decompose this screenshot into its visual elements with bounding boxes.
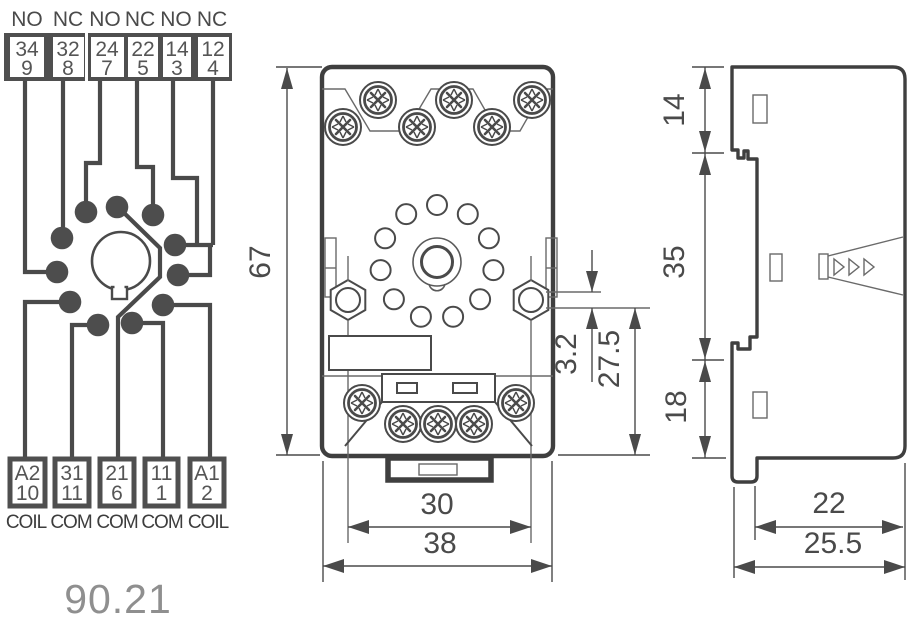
bottom-terminal-strip: A2 10 31 11 21 6 11 1 A1 2 bbox=[7, 456, 227, 509]
din-rail-clip bbox=[385, 455, 494, 483]
pin bbox=[163, 233, 187, 257]
socket-pins bbox=[45, 195, 190, 337]
terminal-code: 11 bbox=[151, 462, 173, 485]
pin-hole-ring bbox=[369, 194, 505, 328]
dim-front-outer-width: 38 bbox=[322, 461, 553, 582]
dim-label-27-5: 27.5 bbox=[593, 330, 626, 388]
contact-label: NO bbox=[89, 8, 121, 31]
contact-label: NC bbox=[125, 8, 155, 31]
terminal-pin: 4 bbox=[207, 57, 219, 80]
clip-arrow-icon bbox=[833, 257, 846, 277]
dim-front-height: 67 bbox=[244, 66, 322, 456]
schematic-wires bbox=[22, 81, 216, 458]
terminal-code: 12 bbox=[201, 38, 224, 61]
function-label: COM bbox=[50, 512, 92, 533]
terminal-pin: 7 bbox=[101, 57, 113, 80]
terminal-pin: 1 bbox=[156, 482, 168, 505]
retaining-clip bbox=[818, 236, 904, 296]
front-view: 67 30 38 3.2 27.5 bbox=[244, 64, 650, 582]
dim-front-inner-width: 30 bbox=[348, 488, 531, 534]
terminal-pin: 8 bbox=[62, 57, 74, 80]
dim-label-18: 18 bbox=[660, 390, 693, 423]
dim-label-38: 38 bbox=[423, 527, 456, 560]
pin bbox=[58, 290, 82, 314]
socket-key-circle bbox=[90, 230, 152, 301]
terminal-code: A2 bbox=[15, 462, 41, 485]
dim-front-slot: 3.2 bbox=[550, 250, 598, 382]
terminal-pin: 5 bbox=[137, 57, 149, 80]
contact-label: NC bbox=[53, 8, 83, 31]
dim-label-67: 67 bbox=[244, 245, 277, 278]
pin bbox=[105, 195, 129, 219]
terminal-pin: 6 bbox=[111, 482, 123, 505]
terminal-pin: 3 bbox=[171, 57, 183, 80]
contact-labels-top: NO NC NO NC NO NC bbox=[11, 8, 227, 31]
function-label: COIL bbox=[188, 512, 229, 533]
terminal-code: 21 bbox=[105, 462, 128, 485]
pin bbox=[74, 200, 98, 224]
lower-structures bbox=[328, 335, 533, 447]
dim-label-14: 14 bbox=[658, 93, 691, 126]
terminal-code: A1 bbox=[194, 462, 220, 485]
model-number: 90.21 bbox=[64, 576, 172, 622]
pin bbox=[166, 263, 190, 287]
terminal-code: 24 bbox=[95, 38, 119, 61]
clip-arrow-icon bbox=[863, 257, 876, 277]
pin bbox=[141, 203, 165, 227]
terminal-code: 22 bbox=[131, 38, 154, 61]
side-tabs bbox=[324, 237, 558, 298]
terminal-pin: 10 bbox=[16, 482, 39, 505]
terminal-pin: 9 bbox=[21, 57, 33, 80]
terminal-code: 34 bbox=[15, 38, 39, 61]
bottom-terminal-numbers: A2 10 31 11 21 6 11 1 A1 2 bbox=[15, 462, 220, 505]
pin bbox=[151, 293, 175, 317]
function-labels: COIL COM COM COM COIL bbox=[6, 512, 230, 533]
pin bbox=[120, 311, 144, 335]
function-label: COIL bbox=[6, 512, 47, 533]
contact-label: NO bbox=[11, 8, 43, 31]
function-label: COM bbox=[141, 512, 183, 533]
pin bbox=[86, 313, 110, 337]
center-boss bbox=[412, 237, 462, 292]
pin bbox=[50, 226, 74, 250]
contact-label: NO bbox=[160, 8, 192, 31]
pin bbox=[45, 260, 69, 284]
dim-label-30: 30 bbox=[420, 488, 453, 521]
dim-label-25-5: 25.5 bbox=[804, 527, 862, 560]
side-view: 14 35 18 22 25.5 bbox=[658, 65, 907, 580]
dim-side-heights: 14 35 18 bbox=[658, 66, 726, 459]
hex-nuts bbox=[329, 278, 550, 322]
dim-label-3-2: 3.2 bbox=[550, 333, 583, 375]
top-terminal-numbers: 34 9 32 8 24 7 22 5 14 3 12 4 bbox=[15, 38, 224, 80]
top-terminal-strip: 34 9 32 8 24 7 22 5 14 3 12 4 bbox=[4, 33, 232, 81]
clip-arrow-icon bbox=[848, 257, 861, 277]
dim-label-35: 35 bbox=[658, 245, 691, 278]
dim-side-depths: 22 25.5 bbox=[733, 463, 906, 580]
terminal-code: 14 bbox=[165, 38, 189, 61]
terminal-pin: 11 bbox=[61, 482, 83, 505]
function-label: COM bbox=[96, 512, 138, 533]
contact-label: NC bbox=[197, 8, 227, 31]
schematic-view: NO NC NO NC NO NC 34 9 32 8 24 7 22 bbox=[4, 8, 232, 622]
terminal-code: 31 bbox=[60, 462, 83, 485]
terminal-pin: 2 bbox=[201, 482, 213, 505]
terminal-code: 32 bbox=[56, 38, 79, 61]
dim-front-offset: 27.5 bbox=[558, 308, 650, 456]
dim-label-22: 22 bbox=[812, 487, 845, 520]
side-holes bbox=[752, 94, 783, 419]
